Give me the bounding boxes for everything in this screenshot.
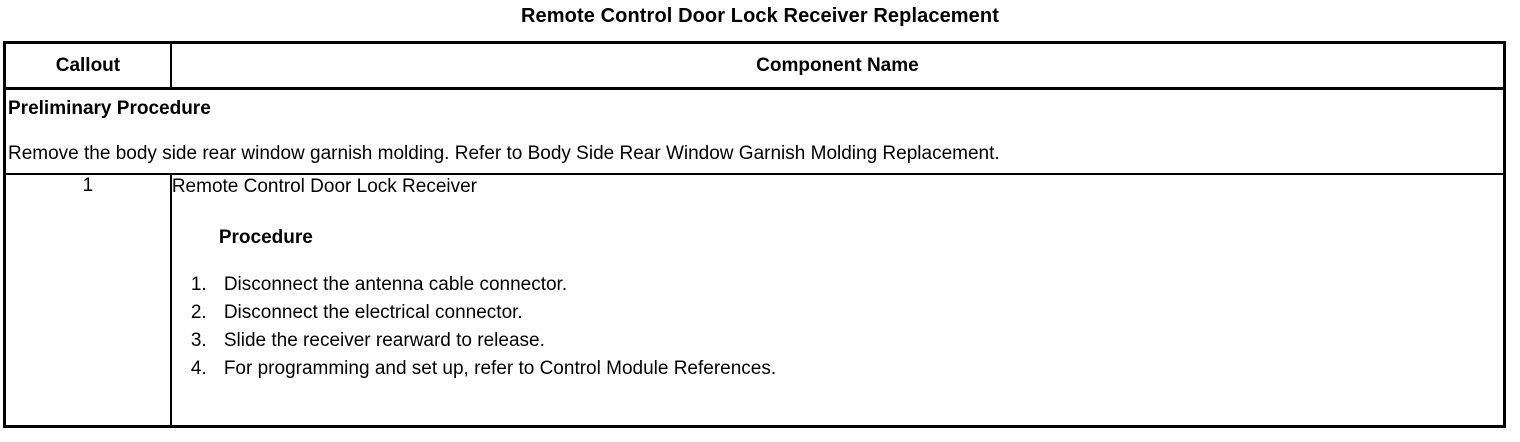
procedure-subheading: Procedure xyxy=(218,227,313,248)
step-number: 4. xyxy=(190,358,207,379)
table-row: 1 Remote Control Door Lock Receiver Proc… xyxy=(4,174,1505,427)
table-header-row: Callout Component Name xyxy=(4,42,1505,90)
step-text: Slide the receiver rearward to release. xyxy=(223,330,545,351)
preliminary-procedure-heading: Preliminary Procedure xyxy=(8,98,211,119)
preliminary-procedure-text: Remove the body side rear window garnish… xyxy=(8,143,1000,164)
list-item: 1. Disconnect the antenna cable connector… xyxy=(172,271,1503,299)
component-name-text: Remote Control Door Lock Receiver xyxy=(171,176,478,197)
preliminary-procedure-cell: Preliminary Procedure Remove the body si… xyxy=(4,88,1505,175)
page-title: Remote Control Door Lock Receiver Replac… xyxy=(521,5,999,27)
preliminary-procedure-row: Preliminary Procedure Remove the body si… xyxy=(4,88,1505,175)
step-text: Disconnect the electrical connector. xyxy=(223,302,523,323)
component-detail-cell: Remote Control Door Lock Receiver Proced… xyxy=(171,174,1505,427)
step-number: 1. xyxy=(190,274,207,295)
procedure-table: Callout Component Name Preliminary Proce… xyxy=(3,41,1506,428)
column-header-component-name: Component Name xyxy=(170,42,1505,90)
list-item: 2. Disconnect the electrical connector. xyxy=(172,299,1503,327)
step-number: 3. xyxy=(190,330,207,351)
callout-number: 1 xyxy=(4,174,172,427)
step-text: Disconnect the antenna cable connector. xyxy=(223,274,568,295)
list-item: 4. For programming and set up, refer to C… xyxy=(172,355,1503,383)
step-text: For programming and set up, refer to Con… xyxy=(223,358,777,379)
column-header-callout: Callout xyxy=(4,42,172,90)
list-item: 3. Slide the receiver rearward to release… xyxy=(172,327,1503,355)
step-number: 2. xyxy=(190,302,207,323)
procedure-step-list: 1. Disconnect the antenna cable connector… xyxy=(172,271,1503,383)
